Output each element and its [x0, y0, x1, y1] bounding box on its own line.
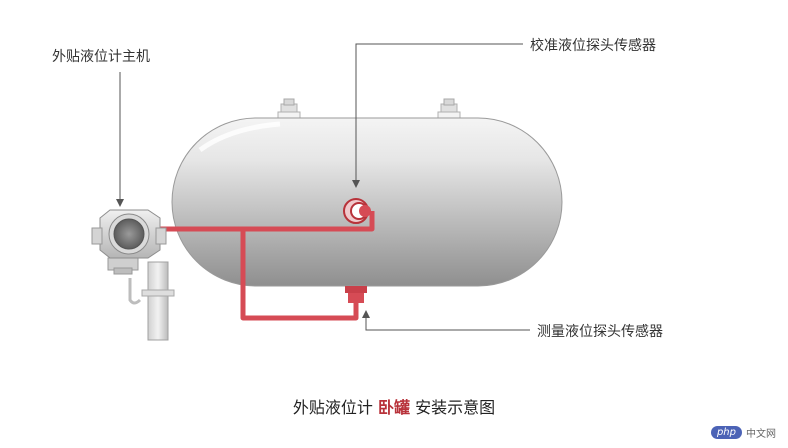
support-pole [128, 261, 175, 341]
leader-line-host [116, 72, 124, 207]
measurement-sensor-icon [345, 286, 367, 303]
watermark: php 中文网 [710, 425, 776, 440]
horizontal-tank [171, 117, 563, 287]
caption-prefix: 外贴液位计 [292, 398, 378, 417]
tank-nozzle-right [437, 98, 461, 121]
leader-line-measurement [362, 310, 530, 331]
signal-cable [158, 211, 375, 321]
host-label: 外贴液位计主机 [52, 49, 150, 65]
leader-line-calibration [352, 43, 523, 188]
diagram-caption: 外贴液位计 卧罐 安装示意图 [0, 394, 788, 418]
measurement-sensor-label: 测量液位探头传感器 [537, 324, 663, 340]
calibration-sensor-icon [343, 198, 371, 224]
caption-suffix: 安装示意图 [410, 398, 496, 417]
calibration-sensor-label: 校准液位探头传感器 [530, 38, 656, 54]
tank-nozzle-left [277, 98, 301, 121]
watermark-badge: php [710, 426, 742, 439]
caption-accent: 卧罐 [377, 398, 410, 417]
watermark-text: 中文网 [746, 429, 776, 440]
host-unit-icon [91, 209, 167, 275]
